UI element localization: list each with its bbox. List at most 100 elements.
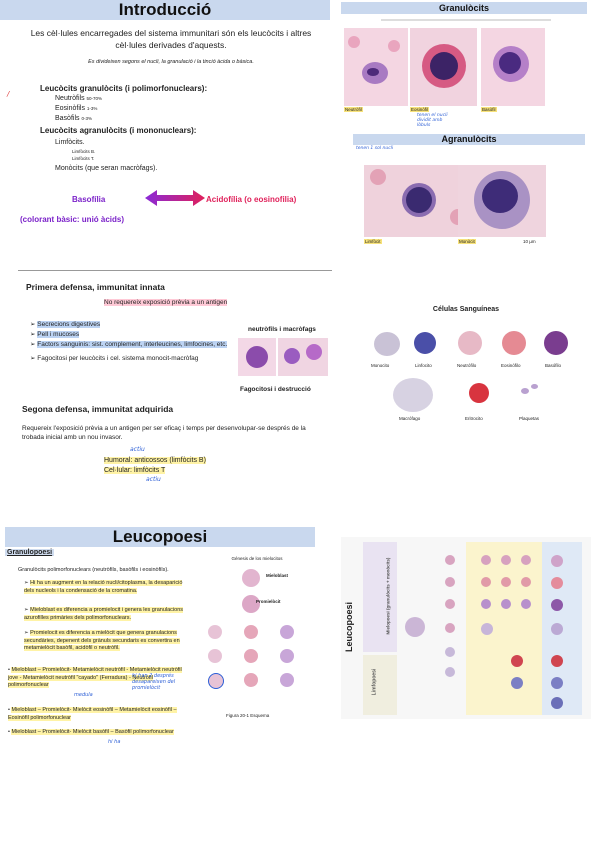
handwritten-note-2: hi han 2 després desapareixen del promie… xyxy=(132,673,176,691)
basofil-label: Basòfil xyxy=(481,107,497,112)
handwritten-hi-ha: hi ha xyxy=(108,739,121,745)
slide-leucopoesi: Leucopoesi Granulopoesi Granulòcits poli… xyxy=(0,527,320,767)
slide-leucopoesi-diagram: Leucopoesi Mielopoesi (granulòcits + mon… xyxy=(341,537,591,719)
slide-title: Introducció xyxy=(0,0,330,20)
eosino-label: Eosinòfils xyxy=(55,105,85,112)
limfo-band xyxy=(363,655,397,715)
neutrofil-label: Neutròfil xyxy=(344,107,363,112)
eosinofil-micrograph xyxy=(410,28,477,106)
scale-label: 10 µm xyxy=(523,239,536,244)
handwritten-medula: medula xyxy=(74,692,93,698)
handwritten-note-nucli: tenen 1 sol nucli xyxy=(356,146,394,151)
leucopoesi-title: Leucopoesi xyxy=(5,527,315,547)
slide-celulas-sanguineas: Células Sanguíneas Monocito Linfocito Ne… xyxy=(341,268,599,443)
baso-row: Basòfils 0-3% xyxy=(55,115,92,122)
eosinofilo-label: Eosinófilo xyxy=(501,363,521,368)
plaquetas-label: Plaquetas xyxy=(519,416,540,421)
macrofago-icon xyxy=(393,378,433,412)
stem-cell xyxy=(405,617,425,637)
mieloblast-cell xyxy=(242,569,260,587)
monocito-icon xyxy=(374,332,400,356)
linfocito-label: Linfocito xyxy=(415,363,432,368)
column-band-yellow xyxy=(466,542,542,715)
monocito-label: Monocito xyxy=(371,363,390,368)
innate-list: ➢ Secrecions digestives ➢ Pell i mucoses… xyxy=(30,320,238,364)
granulopoesi-heading: Granulopoesi xyxy=(5,549,55,556)
limfo-label: Limfòcits. xyxy=(55,139,85,146)
lineage-1: • Mieloblast – Promielòcit- Metamielòcit… xyxy=(8,667,182,688)
neutro-label: Neutròfils xyxy=(55,95,85,102)
limfocit-label: Limfòcit xyxy=(364,239,382,244)
baso-pct: 0-3% xyxy=(81,116,92,121)
intro-text: Les cèl·lules encarregades del sistema i… xyxy=(30,28,312,50)
figure-title: Génesis de los mielocitos xyxy=(231,556,283,561)
cellular-text: Cel·lular: limfòcits T xyxy=(104,467,166,474)
neutrofil-micrograph xyxy=(344,28,408,106)
double-arrow-icon xyxy=(145,190,205,206)
lineage-3: • Mieloblast – Promielòcit- Mielòcit bas… xyxy=(8,729,174,735)
plaquetas-icon xyxy=(521,388,529,394)
macrofago-label: Macrófago xyxy=(399,416,421,421)
plaquetas-icon xyxy=(531,384,538,389)
granulopoesi-intro: Granulòcits polimorfonuclears (neutròfil… xyxy=(18,567,169,573)
bullet-2: ➢ Mieloblast es diferencia a promielocit… xyxy=(24,607,183,621)
copyright-line xyxy=(381,19,551,21)
handwritten-actiu-1: actiu xyxy=(130,446,145,453)
neutrofilo-label: Neutrófilo xyxy=(457,363,477,368)
basofil-micrograph xyxy=(481,28,545,106)
basofilo-label: Basófilo xyxy=(545,363,562,368)
handwritten-note-lobuls: tenen el nucli dividit amb lòbuls xyxy=(417,113,448,128)
fagocitosi-label: Fagocitosi i destrucció xyxy=(240,386,311,393)
basofilia-label: Basofília xyxy=(72,195,106,204)
handwritten-actiu-2: actiu xyxy=(146,476,161,483)
promielocit-label: Promielòcit xyxy=(256,599,281,604)
no-requires-text: No requereix exposició prèvia a un antig… xyxy=(104,299,228,306)
acidofilia-label: Acidofília (o eosinofilia) xyxy=(206,195,297,204)
neutrofilo-icon xyxy=(458,331,482,355)
eritrocito-label: Eritrocito xyxy=(465,416,483,421)
basofilo-icon xyxy=(544,331,568,355)
mono-label: Monòcits (que seran macròfags). xyxy=(55,165,158,172)
colorant-label: (colorant bàsic: unió àcids) xyxy=(20,215,125,224)
subtitle: Es divideixen segons el nucli, la granul… xyxy=(88,59,254,65)
lineage-2: • Mieloblast – Promielòcit- Mielòcit eos… xyxy=(8,707,177,721)
mieloblast-label: Mieloblast xyxy=(266,573,289,578)
myelocyte-figure: Génesis de los mielocitos Mieloblast Pro… xyxy=(198,551,316,737)
linfocito-icon xyxy=(414,332,436,354)
pen-mark: / xyxy=(7,90,10,98)
slide-introduccio: Introducció Les cèl·lules encarregades d… xyxy=(0,0,330,232)
eosinofil-label: Eosinòfil xyxy=(410,107,430,112)
requires-text: Requereix l'exposició prèvia a un antige… xyxy=(22,425,306,441)
innate-item: ➢ Factors sanguinis: sist. complement, i… xyxy=(30,341,228,348)
eosinofilo-icon xyxy=(502,331,526,355)
innate-item: ➢ Fagocitosi per leucòcits i cel. sistem… xyxy=(30,355,199,362)
promielocit-cell xyxy=(242,595,260,613)
slide-granulocits: Granulòcits Neutròfil Eosinòfil Basòfil … xyxy=(341,0,599,250)
neutro-pct: 50-70% xyxy=(86,96,103,101)
limfo-b-label: Limfòcits B. xyxy=(72,149,96,154)
neutro-row: Neutròfils 50-70% xyxy=(55,95,102,102)
eosino-pct: 1-3% xyxy=(86,106,98,111)
second-defense-heading: Segona defensa, immunitat adquirida xyxy=(22,404,174,414)
first-defense-heading: Primera defensa, immunitat innata xyxy=(26,282,165,292)
mielo-band xyxy=(363,542,397,652)
eosino-row: Eosinòfils 1-3% xyxy=(55,105,97,112)
figure-caption: Figura 20-1 Esquema xyxy=(226,713,270,718)
celulas-title: Células Sanguíneas xyxy=(432,306,500,313)
agranulocytes-heading: Leucòcits agranulòcits (i mononuclears): xyxy=(40,126,197,135)
mielo-label: Mielopoesi (granulòcits + monòcits) xyxy=(385,557,391,635)
slide-defenses: Primera defensa, immunitat innata No req… xyxy=(0,268,333,483)
limfocit-micrograph xyxy=(364,165,474,237)
innate-item: ➢ Pell i mucoses xyxy=(30,331,80,338)
neutro-macro-label: neutròfils i macròfags xyxy=(248,326,316,333)
granulocytes-heading: Leucòcits granulòcits (i polimorfonuclea… xyxy=(40,84,208,93)
bullet-3: ➢ Promielocit es diferencia a mielòcit q… xyxy=(24,630,180,651)
humoral-text: Humoral: anticossos (limfòcits B) xyxy=(104,457,206,464)
phagocyte-image-1 xyxy=(238,338,276,376)
innate-item: ➢ Secrecions digestives xyxy=(30,321,101,328)
baso-label: Basòfils xyxy=(55,115,80,122)
side-label: Leucopoesi xyxy=(344,601,354,652)
granulocits-title: Granulòcits xyxy=(341,2,587,14)
agranulocits-title: Agranulòcits xyxy=(353,134,585,145)
eritrocito-icon xyxy=(469,383,489,403)
